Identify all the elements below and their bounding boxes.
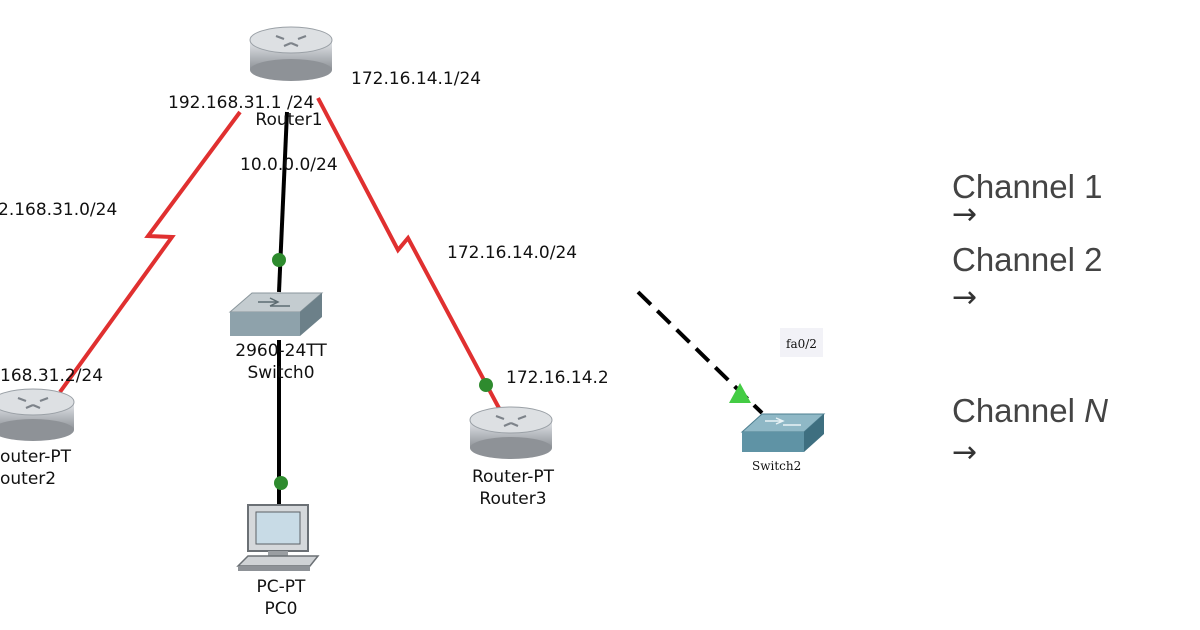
switch2-label: Switch2 xyxy=(752,459,802,473)
switch2-icon xyxy=(740,413,826,452)
router3-name: Router3 xyxy=(479,489,547,510)
router1-label: Router1 xyxy=(246,109,332,131)
router3-label: Router-PT Router3 xyxy=(440,466,586,510)
router3-ip-label: 172.16.14.2 xyxy=(506,368,609,388)
router1-name: Router1 xyxy=(255,110,323,130)
left-network-label: 2.168.31.0/24 xyxy=(0,200,118,220)
channel-1-label: Channel 1 xyxy=(952,168,1103,205)
switch0-name: Switch0 xyxy=(247,363,315,384)
router2-name: outer2 xyxy=(0,469,57,490)
router3-type: Router-PT xyxy=(471,467,555,487)
channel-2-label: Channel 2 xyxy=(952,241,1103,278)
router2-type: outer-PT xyxy=(0,447,71,467)
channel-n-label: Channel N xyxy=(952,394,1108,427)
center-network-label: 10.0.0.0/24 xyxy=(240,155,338,175)
router2-label: outer-PT outer2 xyxy=(0,446,71,490)
channel-1-arrow-icon: → xyxy=(952,197,978,232)
channel-2-arrow-icon: → xyxy=(952,280,978,315)
channel-n-text: Channel xyxy=(952,392,1075,429)
switch0-icon xyxy=(228,292,324,336)
pc0-name: PC0 xyxy=(264,599,298,620)
switch0-type: 2960-24TT xyxy=(235,341,327,361)
link-dot xyxy=(479,378,493,392)
right-network-label: 172.16.14.0/24 xyxy=(447,243,578,263)
port-label-box: fa0/2 xyxy=(780,328,823,357)
link-dot xyxy=(274,476,288,490)
switch0-label: 2960-24TT Switch0 xyxy=(214,340,348,384)
link-triangle-icon xyxy=(729,383,751,403)
link-dot xyxy=(272,253,286,267)
router1-icon xyxy=(249,26,333,81)
serial-link-router1-router2 xyxy=(58,110,242,394)
router2-icon xyxy=(0,388,75,441)
router3-icon xyxy=(469,406,553,459)
switch2-port-label: fa0/2 xyxy=(786,337,817,351)
router2-ip-label: 168.31.2/24 xyxy=(0,366,104,386)
serial-link-router1-router3 xyxy=(316,97,502,411)
router1-left-ip-label: 192.168.31.1 /24 xyxy=(168,93,315,113)
pc0-icon xyxy=(236,504,320,571)
pc0-type: PC-PT xyxy=(256,577,306,597)
channel-n-arrow-icon: → xyxy=(952,435,978,470)
channel-n-italic: N xyxy=(1084,392,1108,429)
router1-right-ip-label: 172.16.14.1/24 xyxy=(351,69,482,89)
pc0-label: PC-PT PC0 xyxy=(222,576,340,620)
